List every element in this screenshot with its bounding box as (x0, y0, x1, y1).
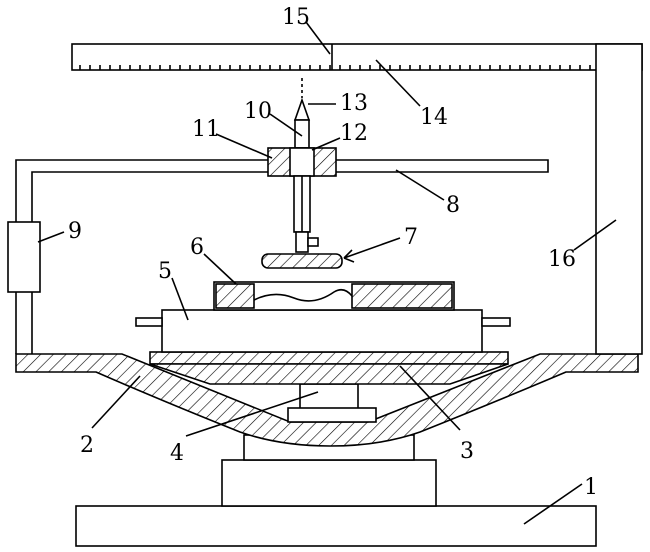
label-10: 10 (244, 99, 272, 124)
leader-7 (344, 238, 400, 262)
sensor-box (8, 222, 40, 292)
ruler-bar (72, 44, 642, 70)
right-frame-column (596, 44, 642, 354)
probe-upper-shaft (295, 120, 309, 148)
label-2: 2 (80, 433, 94, 458)
support-block (288, 408, 376, 422)
label-1: 1 (584, 475, 598, 500)
label-11: 11 (192, 117, 220, 142)
probe-collar-core (290, 148, 314, 176)
probe-side-nub (308, 238, 318, 246)
label-16: 16 (548, 247, 576, 272)
hatched-platform (150, 352, 508, 364)
probe-connector (296, 232, 308, 252)
stage-right-rod (482, 318, 510, 326)
sample-holder-left-hatch (216, 284, 254, 308)
label-4: 4 (170, 441, 184, 466)
label-12: 12 (340, 121, 368, 146)
rotating-head (262, 254, 342, 268)
label-6: 6 (190, 235, 204, 260)
leader-11 (216, 134, 272, 158)
leader-2 (92, 376, 140, 428)
base-plate (76, 506, 596, 546)
label-14: 14 (420, 105, 448, 130)
pedestal (222, 460, 436, 506)
stage-table (162, 310, 482, 352)
sample-holder-right-hatch (352, 284, 452, 308)
label-9: 9 (68, 219, 82, 244)
probe-tip (295, 100, 309, 120)
platform-underside (150, 364, 508, 384)
label-13: 13 (340, 91, 368, 116)
leader-9 (38, 232, 64, 242)
support-post (300, 384, 358, 410)
label-5: 5 (158, 259, 172, 284)
label-15: 15 (282, 5, 310, 30)
leader-8 (396, 170, 444, 200)
stage-left-rod (136, 318, 162, 326)
label-3: 3 (460, 439, 474, 464)
label-7: 7 (404, 225, 418, 250)
leader-6 (204, 254, 236, 284)
label-8: 8 (446, 193, 460, 218)
